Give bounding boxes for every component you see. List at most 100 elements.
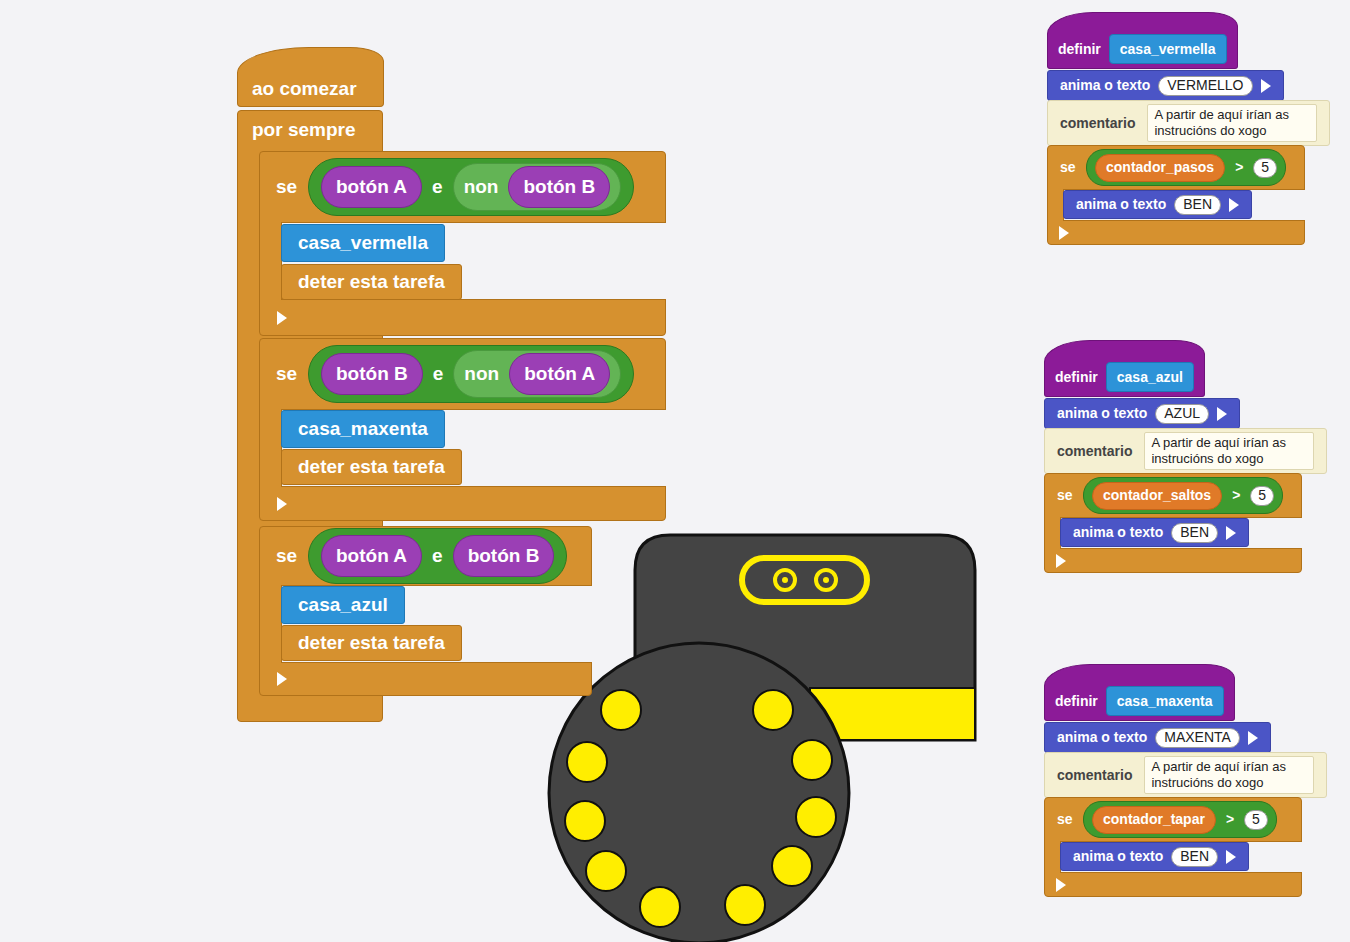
define-hat: definir casa_azul bbox=[1044, 340, 1205, 397]
block-label: se bbox=[276, 152, 297, 222]
block-label: se bbox=[1060, 146, 1076, 189]
block-label: anima o texto bbox=[1057, 405, 1147, 422]
if-block: se > contador_saltos 5 anima o textoBEN bbox=[1044, 473, 1302, 573]
variable-reporter: contador_saltos bbox=[1092, 482, 1222, 510]
notch-arrow bbox=[277, 497, 287, 511]
block-label: se bbox=[1057, 798, 1073, 841]
notch-arrow bbox=[1059, 226, 1069, 240]
animate-text-block: anima o texto BEN bbox=[1060, 842, 1249, 871]
play-arrow bbox=[1226, 850, 1236, 864]
notch-arrow bbox=[277, 311, 287, 325]
robot-eye bbox=[816, 570, 836, 590]
comment-note: A partir de aquí irían as instrucións do… bbox=[1144, 756, 1314, 795]
button-sensor: botón B bbox=[321, 353, 423, 395]
play-arrow bbox=[1217, 407, 1227, 421]
block-label: botón A bbox=[336, 176, 407, 199]
notch-arrow bbox=[1056, 554, 1066, 568]
block-label: se bbox=[276, 527, 297, 585]
variable-reporter: contador_pasos bbox=[1095, 154, 1225, 182]
block-label: anima o texto bbox=[1076, 196, 1166, 213]
block-label: 5 bbox=[1258, 487, 1266, 504]
procedure-name: casa_azul bbox=[1106, 362, 1194, 392]
block-label: se bbox=[276, 339, 297, 409]
led-ring bbox=[565, 690, 836, 927]
not-condition: non botón B bbox=[453, 163, 622, 211]
block-label: > bbox=[1235, 159, 1243, 176]
block-label: e bbox=[433, 363, 444, 386]
block-label: > bbox=[1226, 811, 1234, 828]
stop-block: deter esta tarefa bbox=[281, 625, 462, 661]
forever-block: por sempreseebotón Anonbotón Bcasa_verme… bbox=[237, 110, 383, 722]
block-label: botón B bbox=[336, 363, 408, 386]
if-block: se > contador_pasos 5 anima o texto BEN bbox=[1047, 145, 1305, 245]
animate-text-block: anima o textoMAXENTA bbox=[1044, 722, 1271, 753]
compare-condition: >contador_tapar5 bbox=[1083, 801, 1277, 838]
text-input: BEN bbox=[1171, 847, 1218, 867]
if-block: se e botón A non botón B casa_vermelladeter e… bbox=[259, 151, 666, 336]
procedure-name: casa_vermella bbox=[1109, 34, 1227, 64]
block-label: deter esta tarefa bbox=[298, 456, 445, 479]
block-label: A partir de aquí irían as instrucións do… bbox=[1151, 435, 1307, 468]
and-condition: e botón B non botón A bbox=[308, 345, 634, 403]
animate-text-block: anima o textoVERMELLO bbox=[1047, 70, 1284, 101]
compare-condition: > contador_saltos 5 bbox=[1083, 477, 1283, 514]
robot-eye bbox=[782, 577, 788, 583]
comment-block: comentario A partir de aquí irían as inst… bbox=[1044, 428, 1327, 474]
block-label: comentario bbox=[1057, 443, 1132, 460]
number-input: 5 bbox=[1253, 158, 1277, 178]
not-condition: non botón A bbox=[453, 350, 621, 398]
block-label: ao comezar bbox=[252, 78, 357, 101]
block-label: non bbox=[464, 176, 499, 199]
block-label: se bbox=[1057, 474, 1073, 517]
block-label: definir bbox=[1055, 693, 1098, 710]
button-sensor: botón B bbox=[508, 166, 610, 208]
custom-block-call: casa_azul bbox=[281, 586, 405, 624]
block-label: botón A bbox=[336, 545, 407, 568]
if-block: se>contador_tapar5anima o textoBEN bbox=[1044, 797, 1302, 897]
block-label: AZUL bbox=[1164, 405, 1200, 422]
block-label: contador_pasos bbox=[1106, 159, 1214, 176]
block-label: casa_vermella bbox=[1120, 41, 1216, 58]
button-sensor: botón A bbox=[321, 535, 422, 577]
block-label: botón B bbox=[468, 545, 540, 568]
block-label: casa_azul bbox=[1117, 369, 1183, 386]
block-label: e bbox=[432, 545, 443, 568]
custom-block-call: casa_maxenta bbox=[281, 410, 445, 448]
define-hat: definircasa_vermella bbox=[1047, 12, 1238, 69]
block-label: casa_azul bbox=[298, 594, 388, 617]
block-label: casa_maxenta bbox=[298, 418, 428, 441]
text-input: AZUL bbox=[1155, 404, 1209, 424]
comment-note: A partir de aquí irían as instrucións do… bbox=[1144, 432, 1314, 471]
notch-arrow bbox=[277, 672, 287, 686]
block-label: e bbox=[432, 176, 443, 199]
variable-reporter: contador_tapar bbox=[1092, 806, 1216, 834]
robot-eye bbox=[775, 570, 795, 590]
block-label: 5 bbox=[1261, 159, 1269, 176]
block-label: > bbox=[1232, 487, 1240, 504]
block-label: anima o texto bbox=[1073, 848, 1163, 865]
compare-condition: > contador_pasos 5 bbox=[1086, 149, 1286, 186]
block-label: casa_maxenta bbox=[1117, 693, 1213, 710]
block-label: comentario bbox=[1060, 115, 1135, 132]
notch-arrow bbox=[1056, 878, 1066, 892]
block-label: anima o texto bbox=[1073, 524, 1163, 541]
custom-block-call: casa_vermella bbox=[281, 224, 445, 262]
comment-block: comentarioA partir de aquí irían as inst… bbox=[1044, 752, 1327, 798]
block-label: anima o texto bbox=[1060, 77, 1150, 94]
comment-note: A partir de aquí irían as instrucións do… bbox=[1147, 104, 1317, 143]
block-label: definir bbox=[1055, 369, 1098, 386]
block-label: deter esta tarefa bbox=[298, 271, 445, 294]
and-condition: e botón A non botón B bbox=[308, 158, 634, 216]
play-arrow bbox=[1261, 79, 1271, 93]
animate-text-block: anima o textoBEN bbox=[1060, 518, 1249, 547]
block-label: contador_tapar bbox=[1103, 811, 1205, 828]
animate-text-block: anima o texto BEN bbox=[1063, 190, 1252, 219]
button-sensor: botón A bbox=[509, 353, 610, 395]
text-input: BEN bbox=[1174, 195, 1221, 215]
text-input: MAXENTA bbox=[1155, 728, 1240, 748]
robot-wheel bbox=[549, 643, 849, 942]
block-label: BEN bbox=[1183, 196, 1212, 213]
if-block: se e botón A botón B casa_azuldeter esta tar… bbox=[259, 526, 592, 696]
block-label: non bbox=[464, 363, 499, 386]
